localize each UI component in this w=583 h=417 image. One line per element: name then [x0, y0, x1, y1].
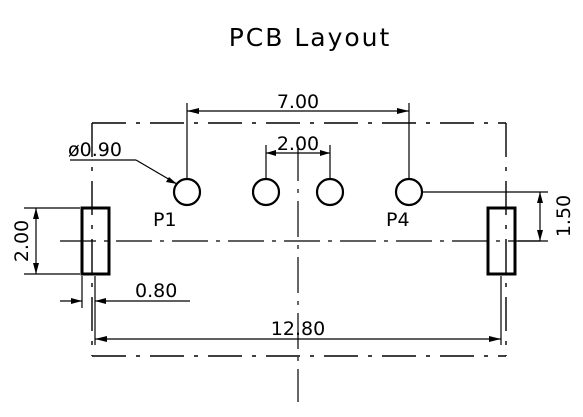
- pin-hole-4: [394, 177, 424, 207]
- dimension-hole-diameter: ø0.90: [68, 139, 178, 185]
- component-outline: [91, 122, 507, 357]
- pin-label-p1: P1: [153, 209, 177, 231]
- dimension-pin-pitch-text: 2.00: [277, 133, 319, 155]
- pin-hole-2: [251, 177, 281, 207]
- mounting-pad-right: [486, 206, 517, 276]
- dimension-pin-span-text: 7.00: [277, 91, 319, 113]
- drawing-title: PCB Layout: [229, 23, 392, 52]
- dimension-vertical-offset-text: 1.50: [553, 195, 575, 237]
- mounting-pad-left: [80, 206, 111, 276]
- dimension-hole-diameter-text: ø0.90: [68, 139, 122, 161]
- center-lines: [60, 145, 540, 402]
- pin-label-p4: P4: [386, 209, 410, 231]
- dimension-overall-width: 12.80: [95, 276, 502, 345]
- dimension-pin-span: 7.00: [186, 91, 410, 180]
- mounting-pads: [80, 206, 517, 276]
- pin-holes: [172, 177, 424, 207]
- dimension-pad-height-text: 2.00: [11, 220, 33, 262]
- dimension-overall-width-text: 12.80: [271, 318, 325, 340]
- dimension-pad-height: 2.00: [11, 207, 80, 275]
- dimension-vertical-offset: 1.50: [422, 191, 575, 242]
- pin-hole-3: [315, 177, 345, 207]
- dimension-pad-width: 0.80: [60, 276, 190, 345]
- dimension-pad-width-text: 0.80: [135, 280, 177, 302]
- dimension-pin-pitch: 2.00: [265, 133, 331, 180]
- pin-hole-1: [172, 177, 202, 207]
